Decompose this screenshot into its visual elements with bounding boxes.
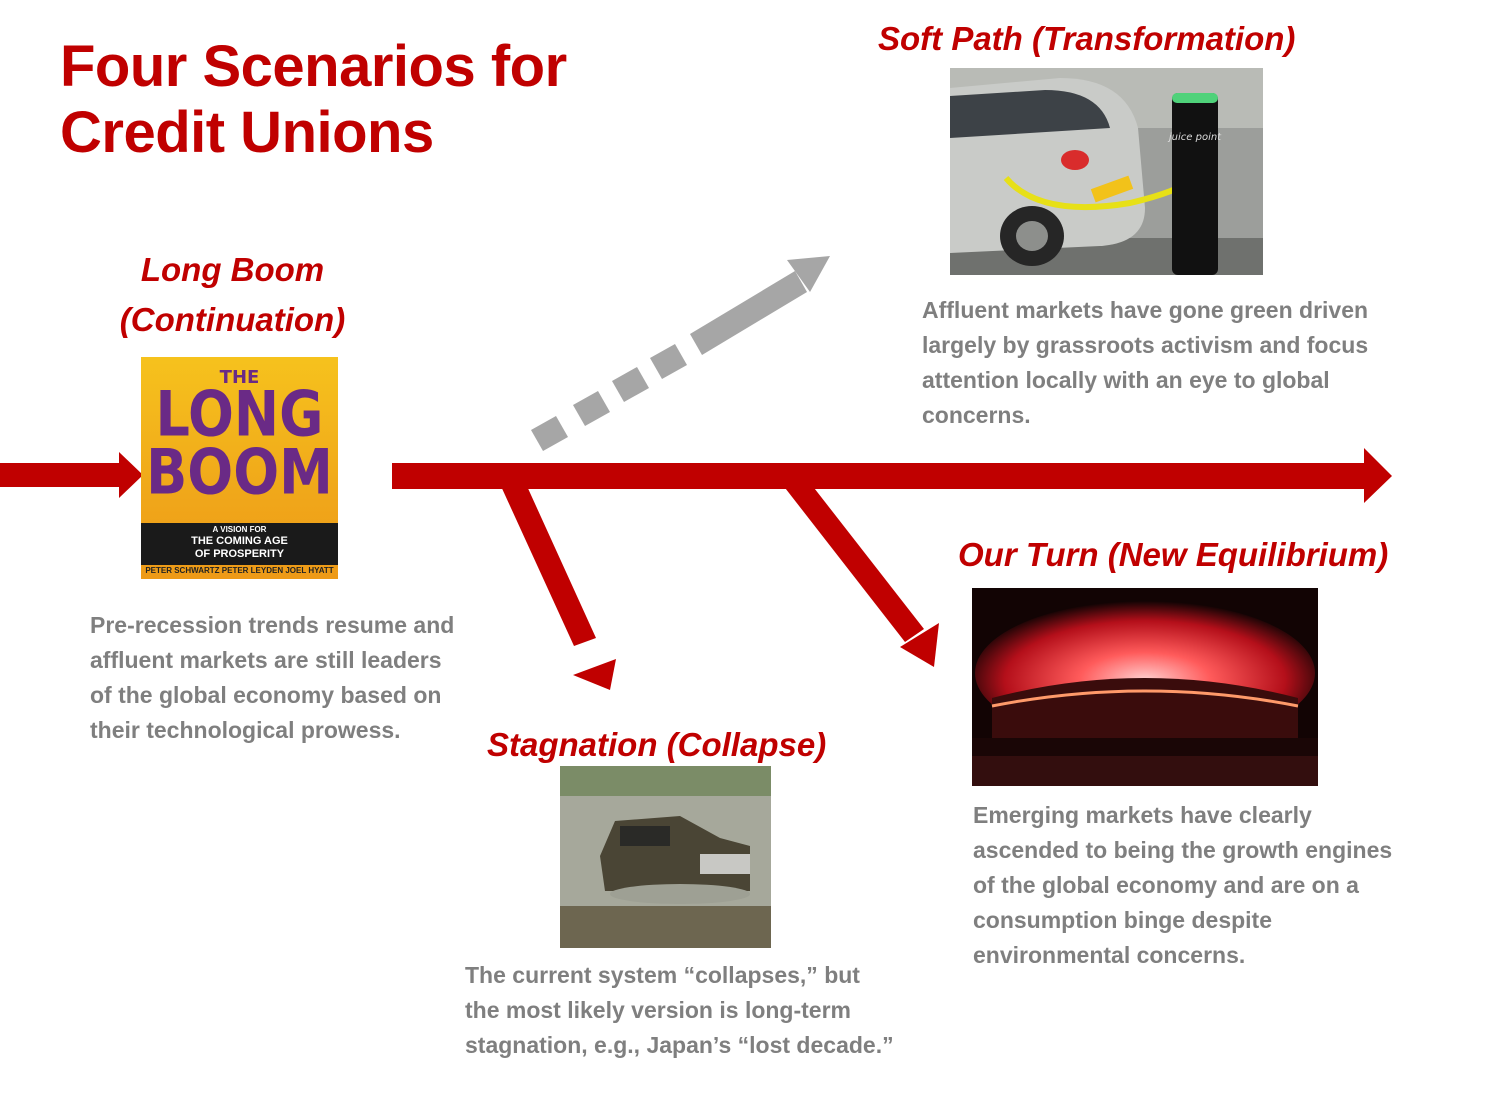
book-subtitle-band (141, 523, 338, 565)
our-turn-description: Emerging markets have clearly ascended t… (973, 802, 1393, 968)
book-the-text: THE (219, 367, 260, 388)
soft-path-description: Affluent markets have gone green driven … (922, 297, 1369, 428)
book-authors-text: PETER SCHWARTZ PETER LEYDEN JOEL HYATT (145, 566, 334, 575)
long-boom-title: Long Boom (Continuation) (105, 245, 360, 345)
page-title-line-2: Credit Unions (60, 100, 434, 165)
stuck-truck-photo (560, 766, 771, 948)
long-boom-book-cover: THE LONG BOOM A VISION FOR THE COMING AG… (141, 357, 338, 579)
fireworks-stadium-photo (972, 588, 1318, 786)
book-prosperity-text: OF PROSPERITY (194, 548, 285, 560)
book-boom-text: BOOM (146, 436, 333, 509)
long-boom-description: Pre-recession trends resume and affluent… (90, 612, 455, 743)
long-boom-title-line-1: Long Boom (140, 251, 325, 288)
main-timeline-arrow (392, 448, 1392, 503)
stagnation-branch-arrow (500, 484, 616, 690)
our-turn-title: Our Turn (New Equilibrium) (958, 536, 1389, 573)
charger-label: juice point (1167, 132, 1222, 143)
long-boom-title-line-2: (Continuation) (119, 301, 346, 338)
soft-path-dashed-arrow (531, 256, 830, 451)
book-long-text: LONG (155, 378, 324, 451)
our-turn-branch-arrow (782, 484, 939, 667)
soft-path-title: Soft Path (Transformation) (878, 20, 1296, 57)
book-vision-text: A VISION FOR (212, 525, 267, 534)
stagnation-description: The current system “collapses,” but the … (465, 962, 894, 1058)
book-coming-age-text: THE COMING AGE (191, 535, 288, 547)
incoming-arrow (0, 452, 143, 498)
page-title-line-1: Four Scenarios for (60, 34, 567, 99)
electric-car-charging-photo: juice point (950, 68, 1263, 275)
page-title: Four Scenarios for Credit Unions (60, 34, 660, 166)
stagnation-title: Stagnation (Collapse) (487, 726, 827, 763)
